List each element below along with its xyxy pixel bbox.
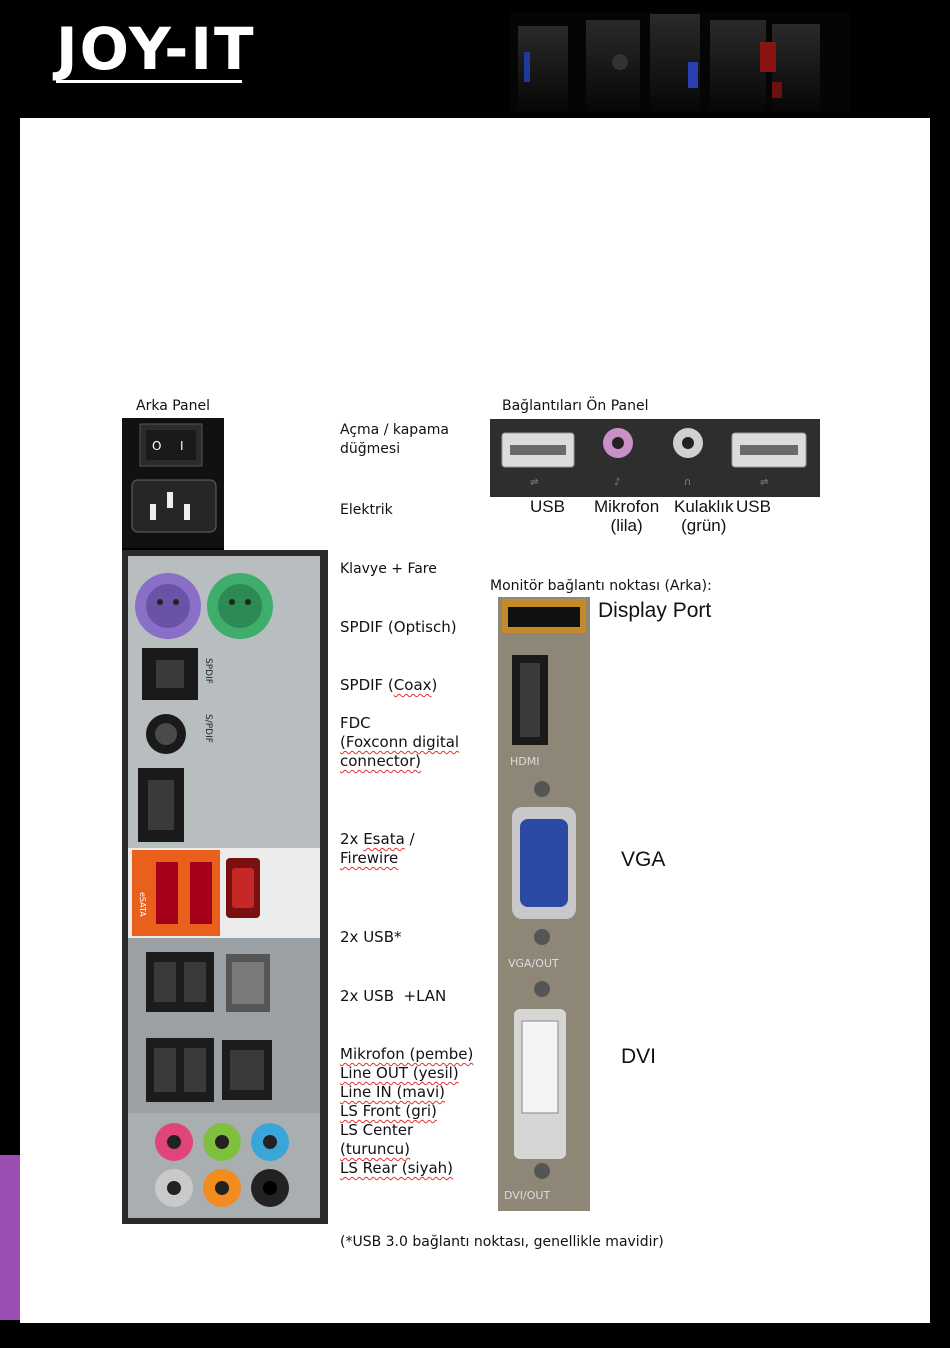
- dvi-out-card-label: DVI/OUT: [504, 1189, 550, 1202]
- svg-text:⇌: ⇌: [530, 477, 538, 488]
- vga-out-card-label: VGA/OUT: [508, 957, 559, 970]
- label-spdif-coax: SPDIF (Coax): [340, 676, 438, 694]
- label-vga: VGA: [621, 848, 666, 871]
- label-display-port: Display Port: [598, 599, 712, 622]
- label-esata-firewire: 2x Esata / Firewire: [340, 830, 415, 867]
- graphics-card-image: HDMI VGA/OUT DVI/OUT: [498, 597, 590, 1211]
- label-dvi: DVI: [621, 1045, 657, 1068]
- label-usb: 2x USB*: [340, 928, 402, 946]
- svg-text:♪: ♪: [614, 477, 620, 488]
- label-keyboard-mouse: Klavye + Fare: [340, 561, 437, 577]
- spdif-top-label: SPDIF: [203, 658, 213, 684]
- front-panel-title: Bağlantıları Ön Panel: [502, 398, 649, 414]
- rear-panel-image: O I SPDIF S/PDIF eSATA: [122, 418, 328, 1224]
- hdmi-card-label: HDMI: [510, 755, 539, 768]
- svg-text:I: I: [180, 439, 184, 453]
- monitor-title: Monitör bağlantı noktası (Arka):: [490, 578, 712, 594]
- front-panel-image: ⇌ ♪ ∩ ⇌: [490, 419, 820, 497]
- svg-text:⇌: ⇌: [760, 477, 768, 488]
- brand-logo: JOY-IT: [56, 15, 256, 83]
- front-port-usb-1: USB: [530, 497, 565, 516]
- front-port-usb-2: USB: [736, 497, 771, 516]
- label-power: Elektrik: [340, 502, 393, 518]
- front-port-microphone: Mikrofon(lila): [594, 497, 660, 535]
- logo-underline: [56, 80, 242, 83]
- label-usb-lan: 2x USB +LAN: [340, 987, 447, 1005]
- side-accent-bar: [0, 1155, 20, 1320]
- front-port-headphone: Kulaklık(grün): [674, 497, 734, 535]
- spdif-bottom-label: S/PDIF: [203, 714, 213, 743]
- svg-text:O: O: [152, 439, 161, 453]
- label-spdif-optical: SPDIF (Optisch): [340, 618, 457, 636]
- label-audio-list: Mikrofon (pembe) Line OUT (yesil) Line I…: [340, 1045, 474, 1177]
- label-fdc: FDC (Foxconn digital connector): [340, 714, 460, 770]
- footnote: (*USB 3.0 bağlantı noktası, genellikle m…: [340, 1234, 664, 1250]
- rear-panel-title: Arka Panel: [136, 398, 210, 414]
- svg-text:∩: ∩: [684, 477, 691, 488]
- header: JOY-IT: [0, 0, 950, 118]
- header-banner-image: [510, 12, 850, 112]
- esata-panel-label: eSATA: [138, 892, 147, 917]
